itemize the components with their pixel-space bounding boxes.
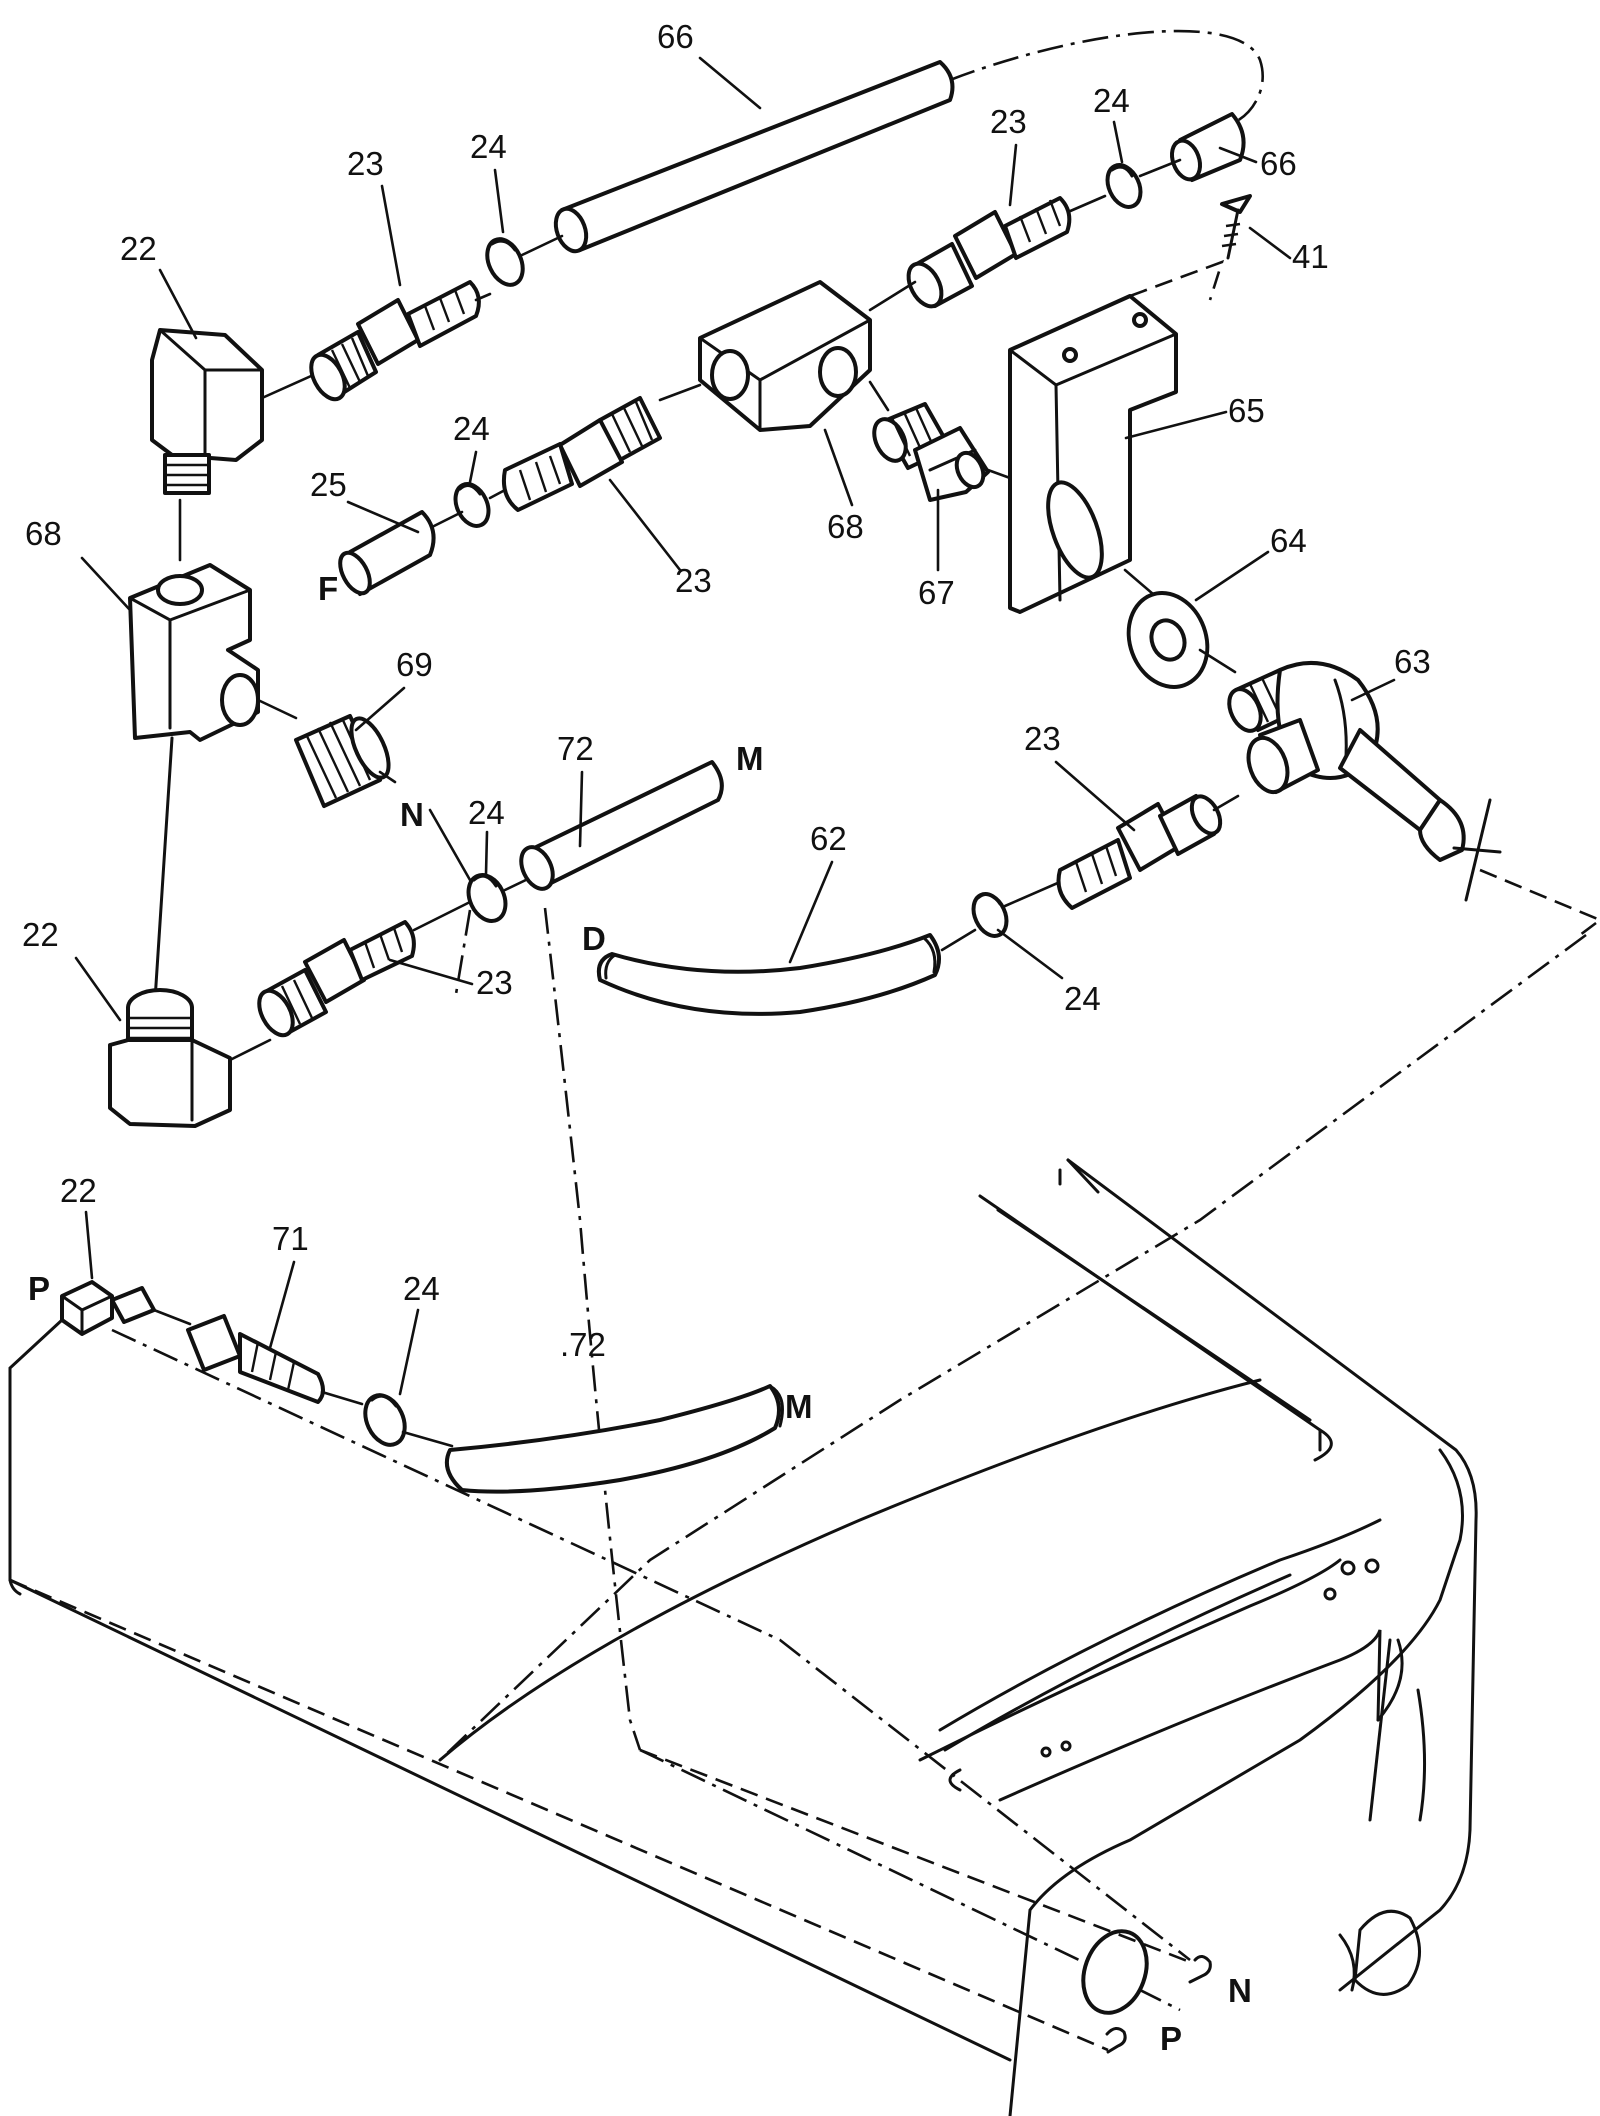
label-23-top-right: 23 xyxy=(990,103,1027,140)
label-22-bottom: 22 xyxy=(60,1172,97,1209)
tee-68-left xyxy=(128,563,260,742)
hose-25 xyxy=(338,510,436,596)
tank-cabinet xyxy=(8,1158,1478,2116)
label-68-left: 68 xyxy=(25,515,62,552)
hose-connector-69 xyxy=(294,714,391,808)
label-23-center: 23 xyxy=(675,562,712,599)
hose-clamp-24-right xyxy=(971,892,1009,938)
hose-66 xyxy=(553,29,1264,254)
hose-72-lower xyxy=(445,1384,784,1494)
label-71: 71 xyxy=(272,1220,309,1257)
label-72-lower: .72 xyxy=(560,1326,606,1363)
valve-tee-63 xyxy=(1227,660,1502,902)
label-P-left: P xyxy=(28,1270,50,1307)
label-D: D xyxy=(582,920,606,957)
label-67: 67 xyxy=(918,574,955,611)
label-24-right: 24 xyxy=(1064,980,1101,1017)
label-23-right: 23 xyxy=(1024,720,1061,757)
label-F: F xyxy=(318,570,338,607)
label-M-upper: M xyxy=(736,740,764,777)
label-69: 69 xyxy=(396,646,433,683)
label-66-right: 66 xyxy=(1260,145,1297,182)
label-72-upper: 72 xyxy=(557,730,594,767)
hose-clamp-24-bottom xyxy=(363,1393,407,1447)
fitting-67 xyxy=(868,380,990,502)
label-23-top-left: 23 xyxy=(347,145,384,182)
label-66-top: 66 xyxy=(657,18,694,55)
label-63: 63 xyxy=(1394,643,1431,680)
hose-clamp-24-top-left xyxy=(485,237,525,287)
label-24-bottom: 24 xyxy=(403,1270,440,1307)
label-41: 41 xyxy=(1292,238,1329,275)
label-62: 62 xyxy=(810,820,847,857)
tee-68-center xyxy=(698,280,872,432)
label-M-lower: M xyxy=(785,1388,813,1425)
label-25: 25 xyxy=(310,466,347,503)
hose-72-upper xyxy=(519,760,724,891)
label-22-top: 22 xyxy=(120,230,157,267)
elbow-22-lower xyxy=(108,988,232,1128)
part-labels: 66 66 23 24 23 24 41 22 24 25 F 23 68 67… xyxy=(22,18,1431,2057)
barb-fitting-23-lower-left xyxy=(257,920,416,1038)
label-64: 64 xyxy=(1270,522,1307,559)
hose-62 xyxy=(596,933,941,1016)
barb-fitting-71 xyxy=(186,1314,325,1404)
screw-41 xyxy=(1220,194,1252,260)
barb-fitting-23-top-left xyxy=(309,280,481,402)
label-22-lower: 22 xyxy=(22,916,59,953)
label-24-top-left: 24 xyxy=(470,128,507,165)
label-23-lower-left: 23 xyxy=(476,964,513,1001)
hose-clamp-24-center xyxy=(453,482,491,528)
label-N-tank: N xyxy=(1228,1972,1252,2009)
elbow-22-bottom xyxy=(60,1280,156,1336)
label-68-center: 68 xyxy=(827,508,864,545)
hose-clamp-24-mid xyxy=(466,873,508,923)
bracket-65 xyxy=(1008,259,1225,614)
barb-fitting-23-right xyxy=(1056,794,1223,910)
label-24-top-right: 24 xyxy=(1093,82,1130,119)
barb-fitting-23-center xyxy=(501,396,662,512)
label-N: N xyxy=(400,796,424,833)
label-P-tank: P xyxy=(1160,2020,1182,2057)
washer-64 xyxy=(1126,591,1210,689)
label-24-center: 24 xyxy=(453,410,490,447)
label-65: 65 xyxy=(1228,392,1265,429)
elbow-22-top xyxy=(150,328,264,495)
label-24-mid: 24 xyxy=(468,794,505,831)
hose-clamp-24-top-right xyxy=(1105,163,1143,209)
barb-fitting-23-top-right xyxy=(906,196,1072,309)
